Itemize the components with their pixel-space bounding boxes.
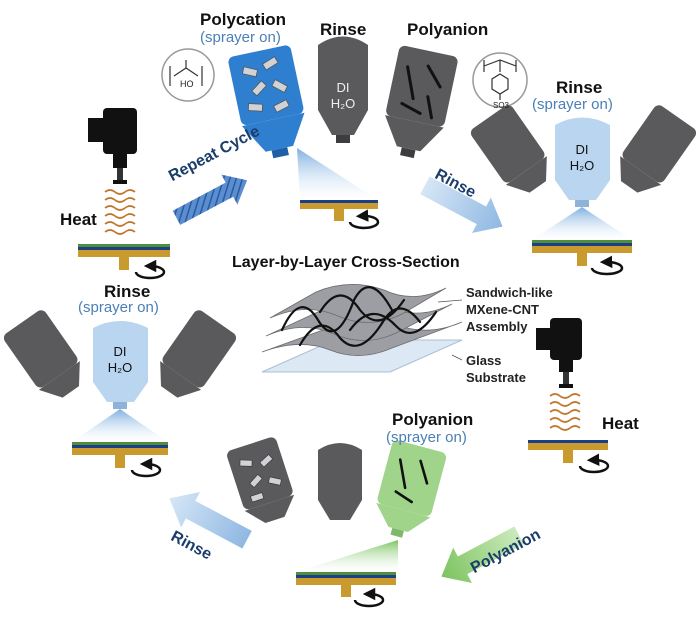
assembly-label-line2: MXene-CNT (466, 302, 539, 317)
polyanion-bottom-sprayer-middle (318, 443, 362, 520)
rinse-left-di-line2: H₂O (107, 360, 133, 375)
heat-right-waves (549, 393, 581, 431)
polycation-structure-icon (161, 48, 215, 102)
polyanion-top-sprayer (385, 45, 458, 159)
polyanion-bottom-substrate-stage (296, 572, 396, 608)
rinse-left-status: (sprayer on) (78, 299, 159, 316)
polycation-substrate-stage (300, 200, 380, 230)
polycation-label: Polycation (200, 10, 286, 29)
cross-section-illustration (261, 284, 463, 373)
polycation-chem-label: HO (180, 79, 194, 89)
rinse-left-side-sprayer-left (3, 310, 80, 398)
rinse-left-spray (72, 409, 168, 442)
assembly-label-line3: Assembly (466, 319, 528, 334)
heat-right-label: Heat (602, 414, 639, 433)
polyanion-structure-icon (472, 52, 528, 108)
repeat-cycle-arrow (172, 174, 248, 225)
rinse-right-label: Rinse (556, 78, 603, 97)
heat-right-substrate-stage (528, 440, 610, 474)
polyanion-bottom-sprayer-active (376, 440, 447, 538)
rinse-left-arrow (169, 492, 252, 549)
rinse-right-status: (sprayer on) (532, 96, 613, 113)
rinse-left-label: Rinse (104, 282, 151, 301)
glass-substrate (261, 339, 463, 373)
heat-left-substrate-stage (78, 244, 170, 280)
rinse-left-sprayer (93, 321, 148, 409)
rinse-right-side-sprayer-right (620, 105, 697, 193)
rinse-top-di-line2: H₂O (330, 96, 356, 111)
rinse-right-substrate-stage (532, 240, 632, 276)
assembly-label-line1: Sandwich-like (466, 285, 553, 300)
rinse-right-di-line2: H₂O (569, 158, 595, 173)
rinse-right-arrow (420, 176, 503, 233)
rinse-top-di-line1: DI (336, 80, 350, 95)
polyanion-bottom-sprayer-left (227, 437, 295, 524)
polycation-sprayer (228, 45, 305, 159)
rinse-right-spray (532, 207, 632, 240)
polyanion-top-chem-label: SO3 (493, 101, 510, 110)
rinse-right-sprayer (555, 117, 610, 207)
polyanion-bottom-status: (sprayer on) (386, 429, 467, 446)
rinse-left-di-line1: DI (113, 344, 127, 359)
polyanion-arrow (441, 526, 524, 583)
polyanion-top-label: Polyanion (407, 20, 489, 39)
polyanion-bottom-label: Polyanion (392, 410, 474, 429)
heat-right-heater (536, 318, 582, 388)
rinse-top-sprayer (318, 36, 368, 143)
rinse-top-label: Rinse (320, 20, 367, 39)
polycation-status: (sprayer on) (200, 29, 281, 46)
cross-section-title: Layer-by-Layer Cross-Section (232, 254, 460, 271)
rinse-left-side-sprayer-right (160, 310, 237, 398)
rinse-right-di-line1: DI (575, 142, 589, 157)
heat-left-label: Heat (60, 210, 97, 229)
polycation-spray (297, 148, 378, 200)
heat-left-waves (104, 189, 136, 235)
heat-left-heater (88, 108, 137, 184)
polyanion-bottom-spray (296, 540, 398, 572)
substrate-label-line2: Substrate (466, 370, 526, 385)
rinse-right-side-sprayer-left (470, 105, 547, 193)
rinse-left-substrate-stage (72, 442, 168, 478)
substrate-label-line1: Glass (466, 353, 502, 368)
